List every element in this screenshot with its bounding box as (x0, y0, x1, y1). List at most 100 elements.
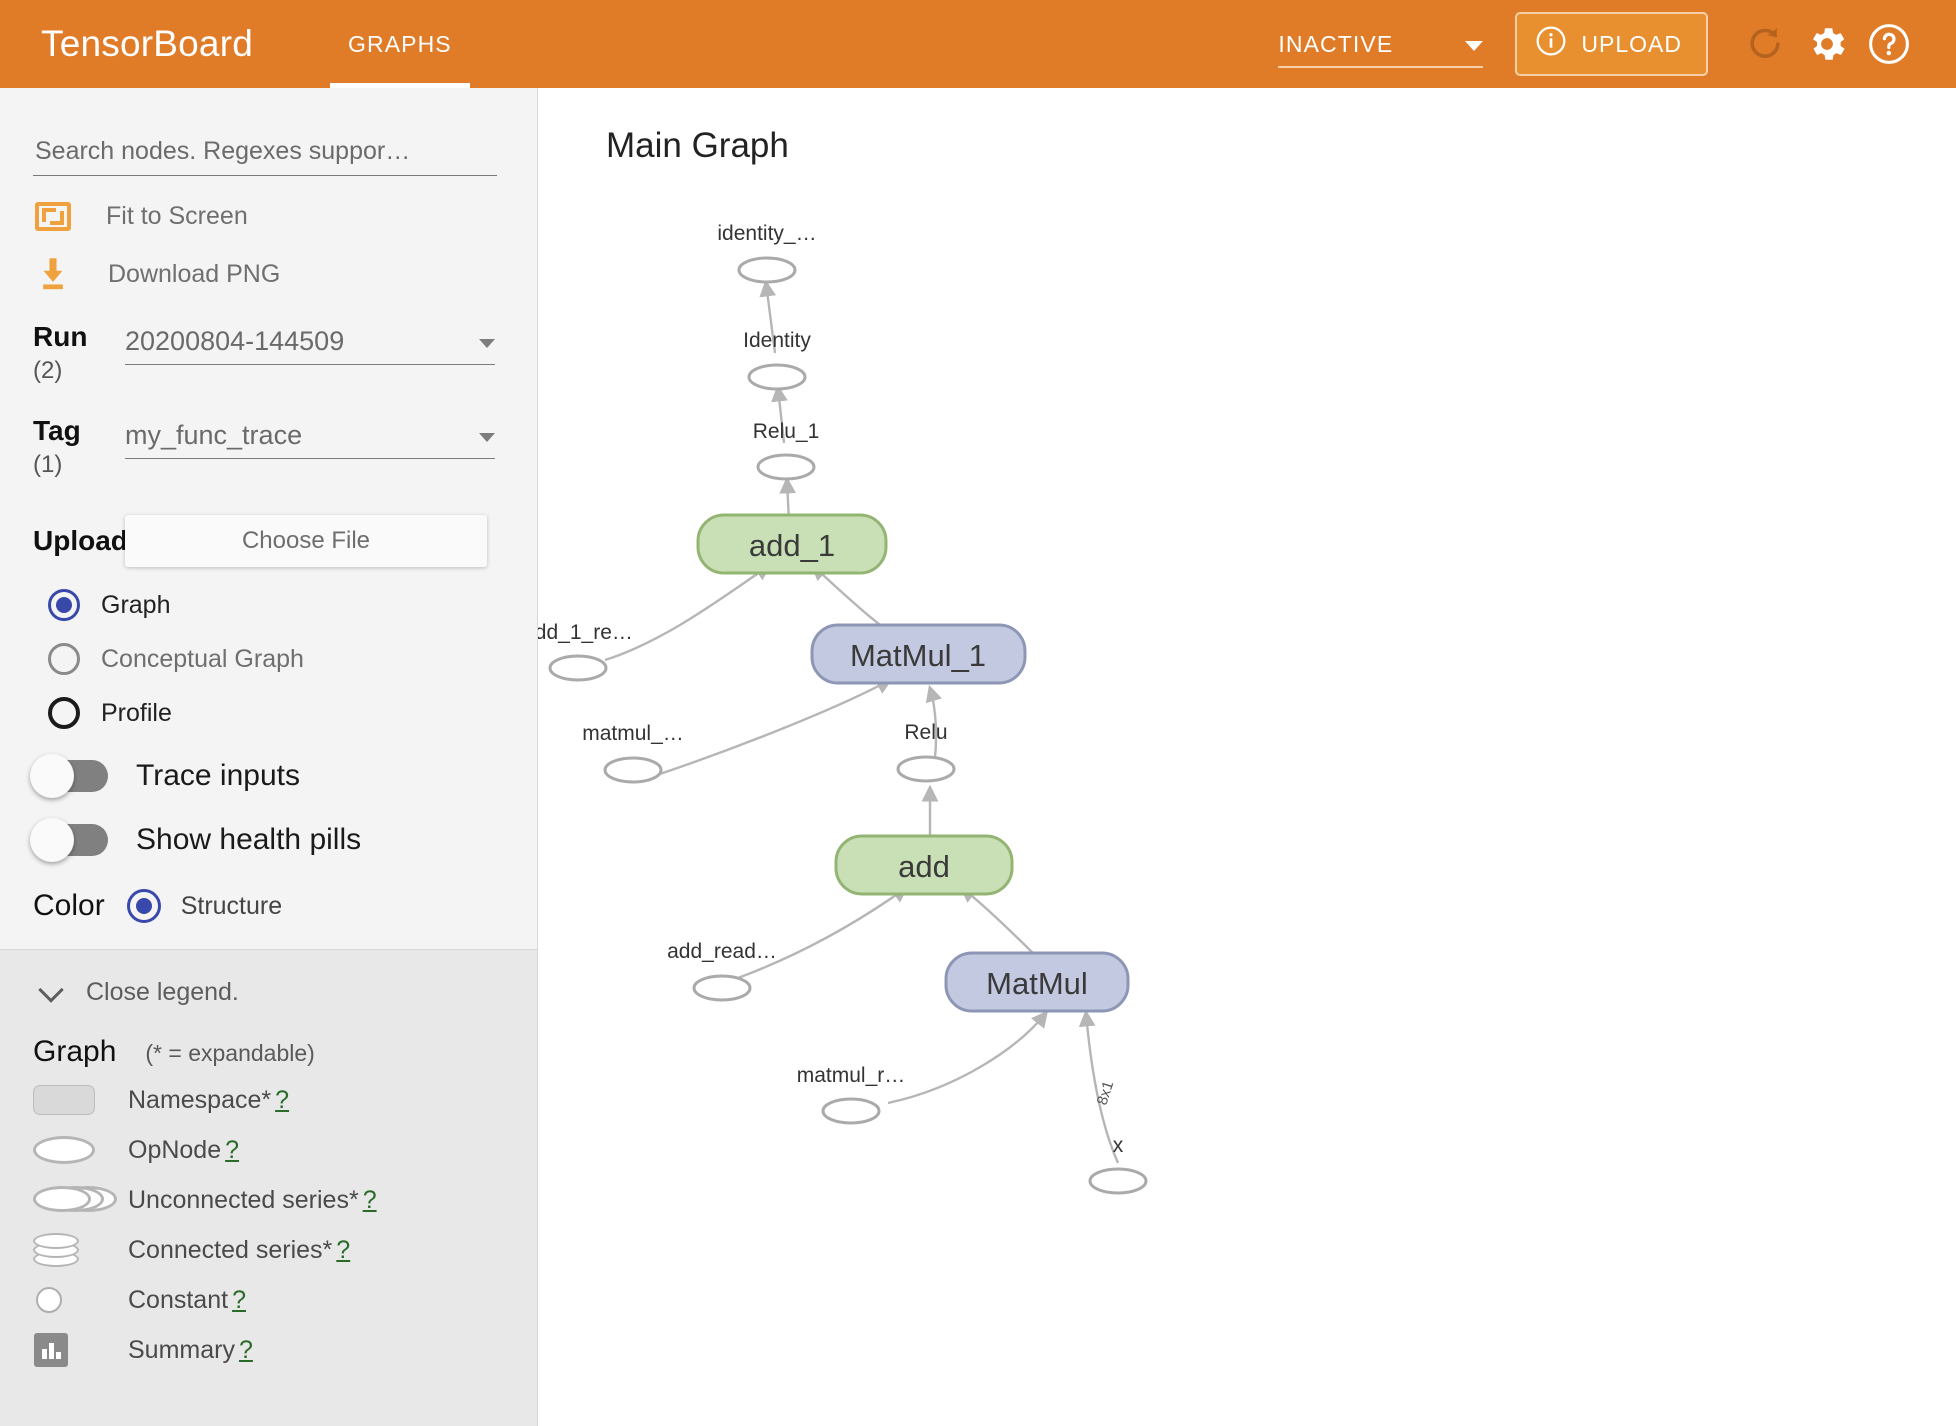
edge-matmulread1-to-matmul1 (647, 678, 893, 780)
run-count: (2) (33, 357, 63, 384)
radio-graph-icon (48, 589, 80, 621)
download-icon (33, 257, 73, 291)
node-add-1[interactable]: add_1 (696, 513, 888, 575)
node-matmul-1-label: MatMul_1 (850, 638, 986, 673)
help-link[interactable]: ? (336, 1235, 351, 1264)
edge-add1read-to-add1 (604, 564, 772, 662)
radio-profile-icon (48, 697, 80, 729)
edge-identity-to-identityout (759, 279, 777, 354)
run-select[interactable]: 20200804-144509 (125, 326, 495, 365)
edge-x-to-matmul (1078, 1009, 1120, 1164)
run-selector-row: Run (2) 20200804-144509 (33, 321, 537, 385)
node-relu-1[interactable]: Relu_1 (753, 420, 820, 481)
radio-graph[interactable]: Graph (48, 589, 537, 621)
graph-canvas[interactable]: Main Graph 8x1 id (538, 88, 1956, 1426)
upload-row: Upload Choose File (33, 515, 537, 567)
graph-nodes: identity_… Identity Relu_1 add_1 add_1_r… (538, 222, 1148, 1195)
node-relu-1-label: Relu_1 (753, 420, 820, 443)
node-identity-out-label: identity_… (717, 222, 816, 245)
run-select-value: 20200804-144509 (125, 326, 345, 356)
download-png-button[interactable]: Download PNG (33, 257, 537, 291)
toggle-show-health-pills-switch[interactable] (30, 818, 108, 862)
edge-addread-to-add (737, 886, 909, 980)
status-select-value: INACTIVE (1278, 31, 1394, 57)
fit-to-screen-label: Fit to Screen (106, 202, 248, 230)
tag-key: Tag (33, 415, 81, 446)
sidebar: Fit to Screen Download PNG Run (2) 20200… (0, 88, 538, 1426)
node-matmul-label: MatMul (986, 966, 1088, 1001)
app-bar-right: INACTIVE UPLOAD (1278, 12, 1956, 76)
legend-item-namespace-label: Namespace* (128, 1085, 272, 1114)
help-link[interactable]: ? (232, 1285, 246, 1314)
node-identity[interactable]: Identity (743, 329, 811, 391)
help-link[interactable]: ? (362, 1185, 377, 1214)
edge-relu1-to-identity (771, 384, 788, 444)
close-legend-button[interactable]: Close legend. (38, 976, 537, 1007)
toggle-show-health-pills[interactable]: Show health pills (30, 818, 537, 862)
choose-file-button[interactable]: Choose File (125, 515, 487, 567)
refresh-icon[interactable] (1734, 13, 1796, 75)
run-label: Run (2) (33, 321, 125, 385)
sidebar-controls: Fit to Screen Download PNG Run (2) 20200… (0, 136, 537, 923)
node-add-label: add (898, 849, 950, 884)
radio-structure-icon[interactable] (126, 889, 161, 923)
tag-label: Tag (1) (33, 415, 125, 479)
radio-conceptual-graph[interactable]: Conceptual Graph (48, 643, 537, 675)
radio-graph-label: Graph (101, 590, 171, 619)
node-matmul-read-1[interactable]: matmul_… (582, 722, 684, 784)
help-icon[interactable] (1858, 13, 1920, 75)
toggle-show-health-pills-label: Show health pills (136, 823, 362, 856)
legend-header: Graph (* = expandable) (33, 1035, 537, 1069)
legend-item-opnode: OpNode? (33, 1131, 537, 1169)
nav-tabs: GRAPHS (330, 0, 470, 88)
toggle-trace-inputs-label: Trace inputs (136, 759, 300, 792)
page-title: Main Graph (606, 126, 789, 165)
tag-selector-row: Tag (1) my_func_trace (33, 415, 537, 479)
summary-swatch-icon (33, 1333, 128, 1367)
color-label: Color (33, 889, 105, 922)
chevron-down-icon (1465, 41, 1484, 51)
legend-item-summary: Summary? (33, 1331, 537, 1369)
help-link[interactable]: ? (225, 1135, 240, 1164)
node-relu[interactable]: Relu (896, 721, 956, 783)
help-link[interactable]: ? (238, 1335, 253, 1364)
legend-hint: (* = expandable) (145, 1040, 315, 1066)
toggle-trace-inputs[interactable]: Trace inputs (30, 754, 537, 798)
radio-profile[interactable]: Profile (48, 697, 537, 729)
node-matmul-1[interactable]: MatMul_1 (810, 623, 1027, 685)
node-matmul-read-label: matmul_r… (797, 1064, 906, 1087)
fit-to-screen-icon (35, 202, 71, 231)
legend-item-unconnected-series-label: Unconnected series* (128, 1185, 359, 1214)
chevron-down-icon (38, 976, 64, 1003)
edge-matmulread-to-matmul (887, 1010, 1049, 1105)
node-matmul-read[interactable]: matmul_r… (797, 1064, 906, 1125)
node-add-1-read[interactable]: add_1_re… (538, 621, 633, 682)
radio-conceptual-graph-icon (48, 643, 80, 675)
tab-graphs[interactable]: GRAPHS (330, 0, 470, 88)
node-add[interactable]: add (834, 834, 1014, 896)
node-x[interactable]: x (1088, 1134, 1148, 1195)
node-add-read[interactable]: add_read… (667, 940, 777, 1002)
status-select[interactable]: INACTIVE (1278, 20, 1484, 68)
legend-item-unconnected-series: Unconnected series*? (33, 1181, 537, 1219)
node-x-label: x (1113, 1134, 1124, 1157)
chevron-down-icon (479, 339, 495, 348)
tag-select[interactable]: my_func_trace (125, 420, 495, 459)
node-matmul[interactable]: MatMul (944, 951, 1130, 1013)
search-field[interactable] (33, 136, 497, 176)
search-input[interactable] (33, 136, 497, 167)
upload-button[interactable]: UPLOAD (1515, 12, 1708, 76)
help-link[interactable]: ? (275, 1085, 290, 1114)
toggle-trace-inputs-switch[interactable] (30, 754, 108, 798)
gear-icon[interactable] (1796, 13, 1858, 75)
close-legend-label: Close legend. (86, 978, 239, 1006)
legend-item-namespace: Namespace*? (33, 1081, 537, 1119)
radio-profile-label: Profile (101, 698, 172, 727)
legend-title: Graph (33, 1035, 117, 1068)
fit-to-screen-button[interactable]: Fit to Screen (33, 202, 537, 231)
opnode-swatch-icon (33, 1136, 128, 1164)
node-matmul-read-1-label: matmul_… (582, 722, 684, 745)
node-identity-out[interactable]: identity_… (717, 222, 817, 284)
run-key: Run (33, 321, 88, 352)
constant-swatch-icon (33, 1287, 128, 1313)
